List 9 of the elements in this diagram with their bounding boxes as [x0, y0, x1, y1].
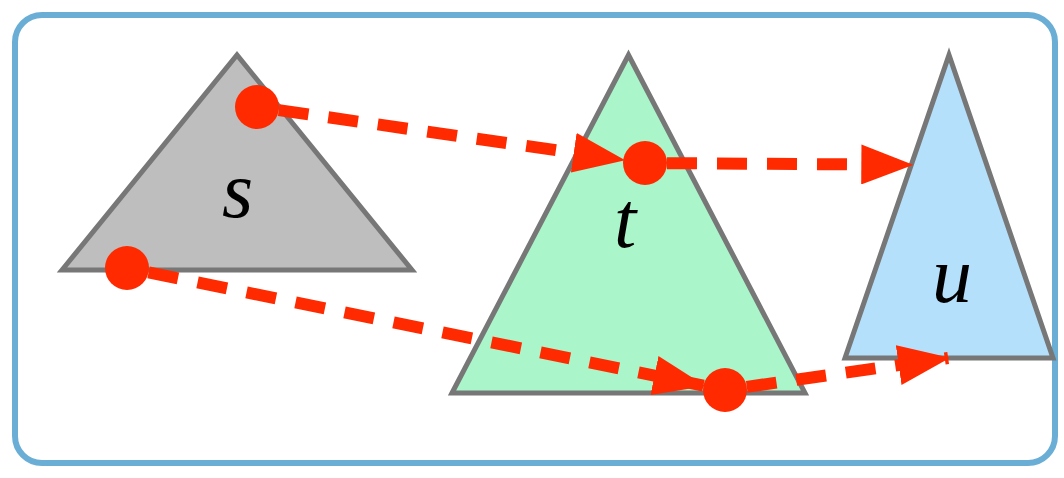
dot-marker	[105, 246, 149, 290]
arrow	[745, 345, 951, 393]
variable-label: t	[614, 180, 637, 260]
variable-label: u	[932, 235, 972, 315]
dot-marker	[703, 368, 747, 412]
arrow	[277, 104, 626, 173]
arrow	[666, 144, 914, 185]
variable-label: s	[222, 150, 254, 230]
arrow	[147, 266, 706, 396]
